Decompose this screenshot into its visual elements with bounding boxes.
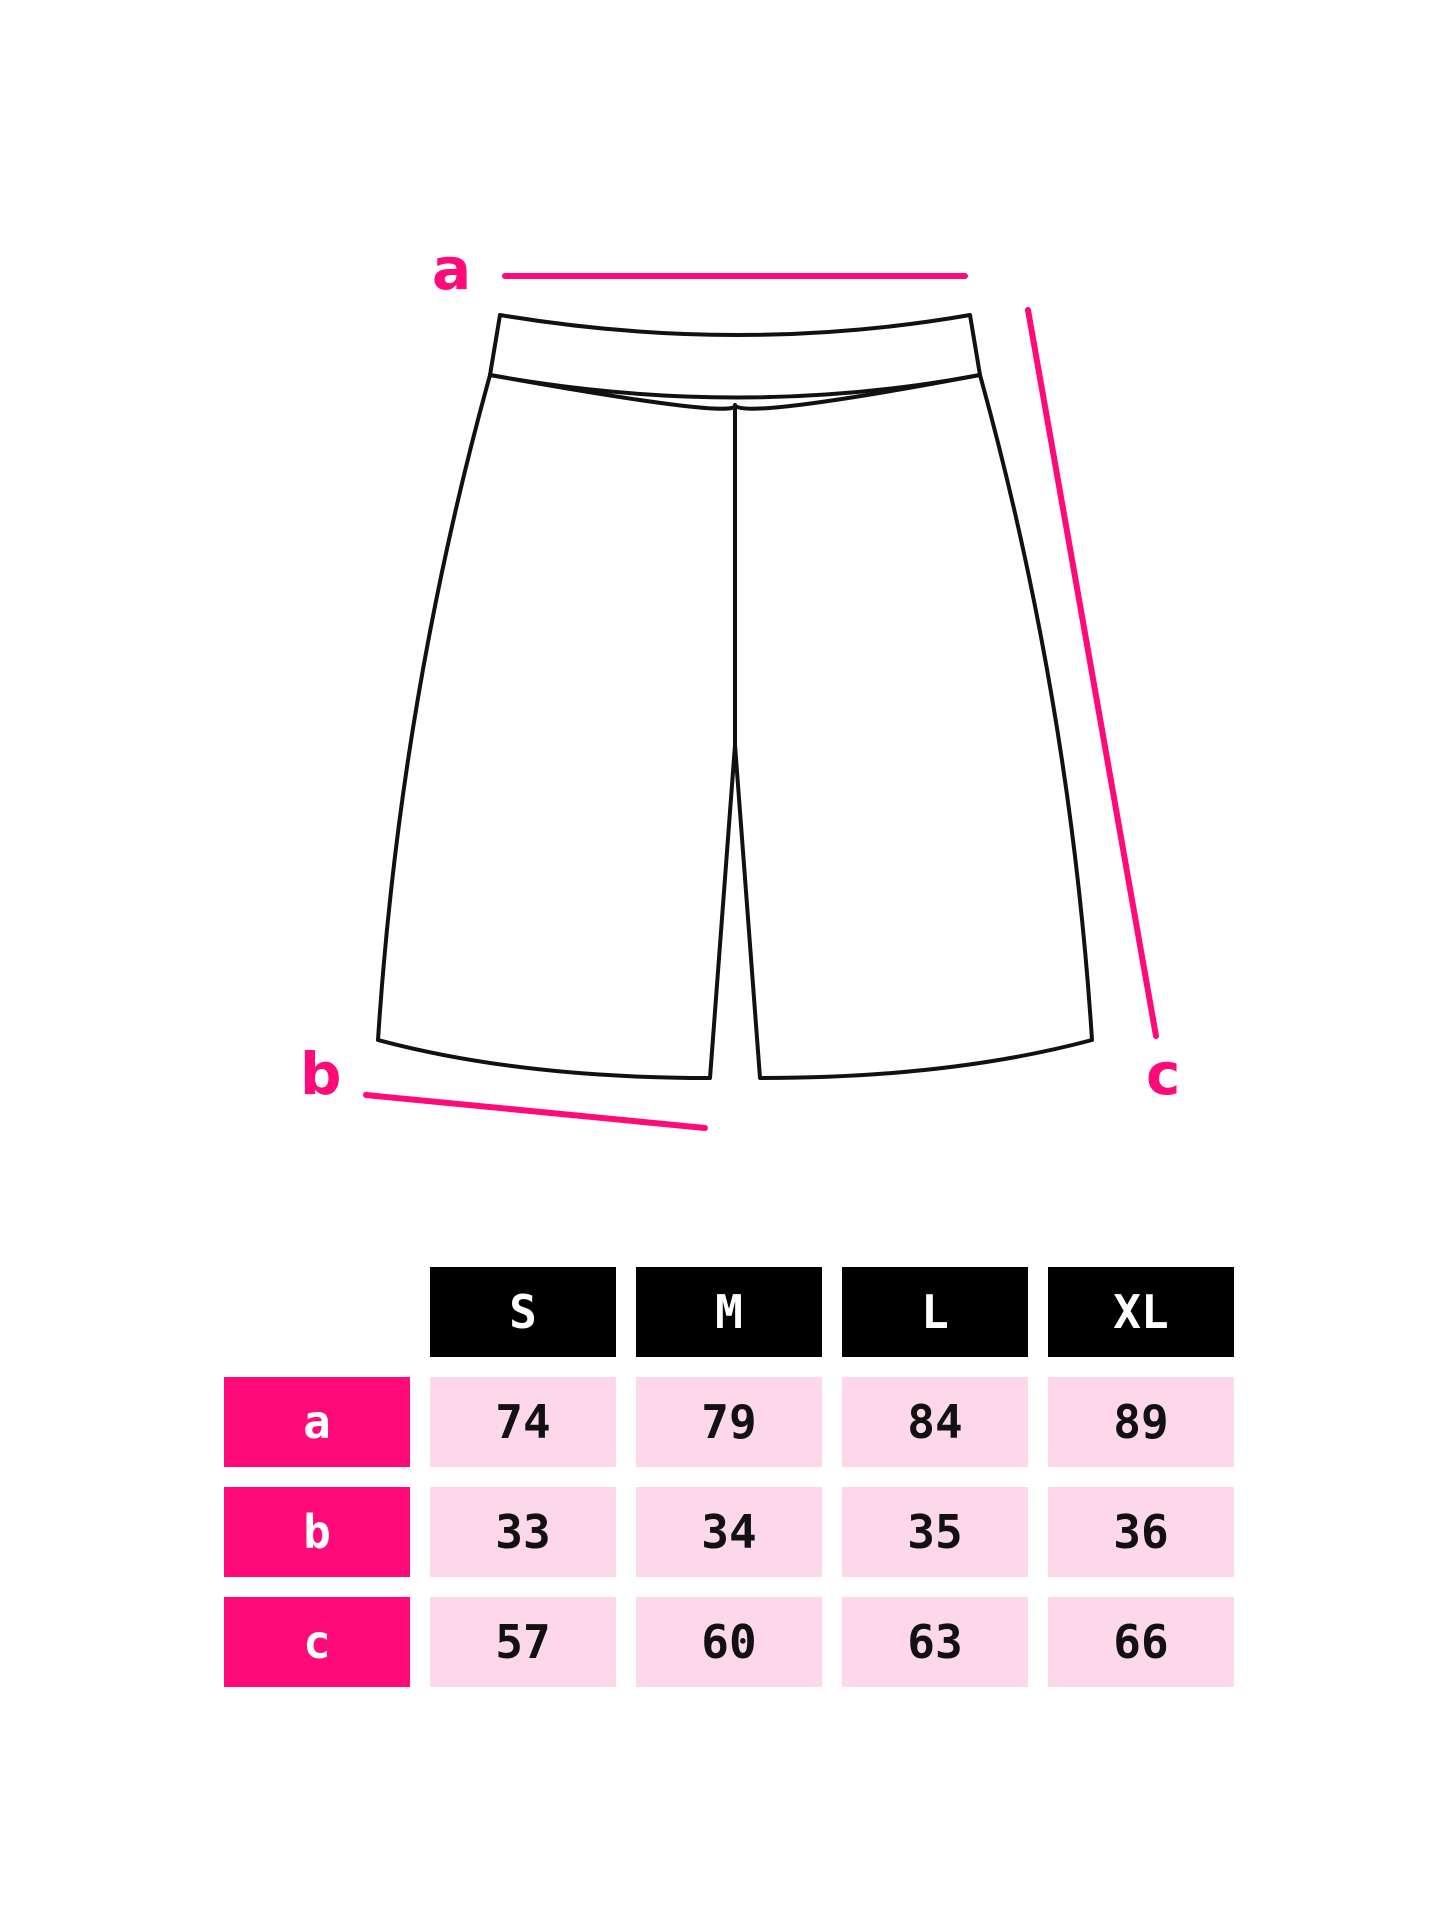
table-corner (224, 1267, 410, 1357)
measure-line-b (363, 1092, 708, 1131)
table-cell: 63 (842, 1597, 1028, 1687)
size-header-row: S M L XL (224, 1267, 1234, 1357)
table-row: b 33 34 35 36 (224, 1487, 1234, 1577)
dimension-label-b: b (300, 1040, 342, 1108)
table-cell: 57 (430, 1597, 616, 1687)
table-row: c 57 60 63 66 (224, 1597, 1234, 1687)
table-cell: 36 (1048, 1487, 1234, 1577)
dimension-label-c: c (1146, 1040, 1181, 1108)
table-cell: 33 (430, 1487, 616, 1577)
table-cell: 89 (1048, 1377, 1234, 1467)
size-header-s: S (430, 1267, 616, 1357)
row-label-c: c (224, 1597, 410, 1687)
table-cell: 84 (842, 1377, 1028, 1467)
dimension-label-a: a (432, 235, 472, 303)
size-header-l: L (842, 1267, 1028, 1357)
table-cell: 66 (1048, 1597, 1234, 1687)
waistband (488, 313, 982, 400)
right-leg (733, 373, 1094, 1080)
row-label-a: a (224, 1377, 410, 1467)
table-cell: 79 (636, 1377, 822, 1467)
size-header-xl: XL (1048, 1267, 1234, 1357)
size-header-m: M (636, 1267, 822, 1357)
table-cell: 60 (636, 1597, 822, 1687)
row-label-b: b (224, 1487, 410, 1577)
table-row: a 74 79 84 89 (224, 1377, 1234, 1467)
measurement-lines (363, 273, 1159, 1131)
measure-line-c (1025, 307, 1159, 1039)
table-cell: 35 (842, 1487, 1028, 1577)
shorts-outline (376, 313, 1094, 1080)
shorts-diagram (363, 273, 1159, 1131)
table-cell: 34 (636, 1487, 822, 1577)
table-cell: 74 (430, 1377, 616, 1467)
left-leg (376, 373, 737, 1080)
size-chart-table: S M L XL a 74 79 84 89 b 33 34 35 36 c 5… (204, 1247, 1254, 1707)
